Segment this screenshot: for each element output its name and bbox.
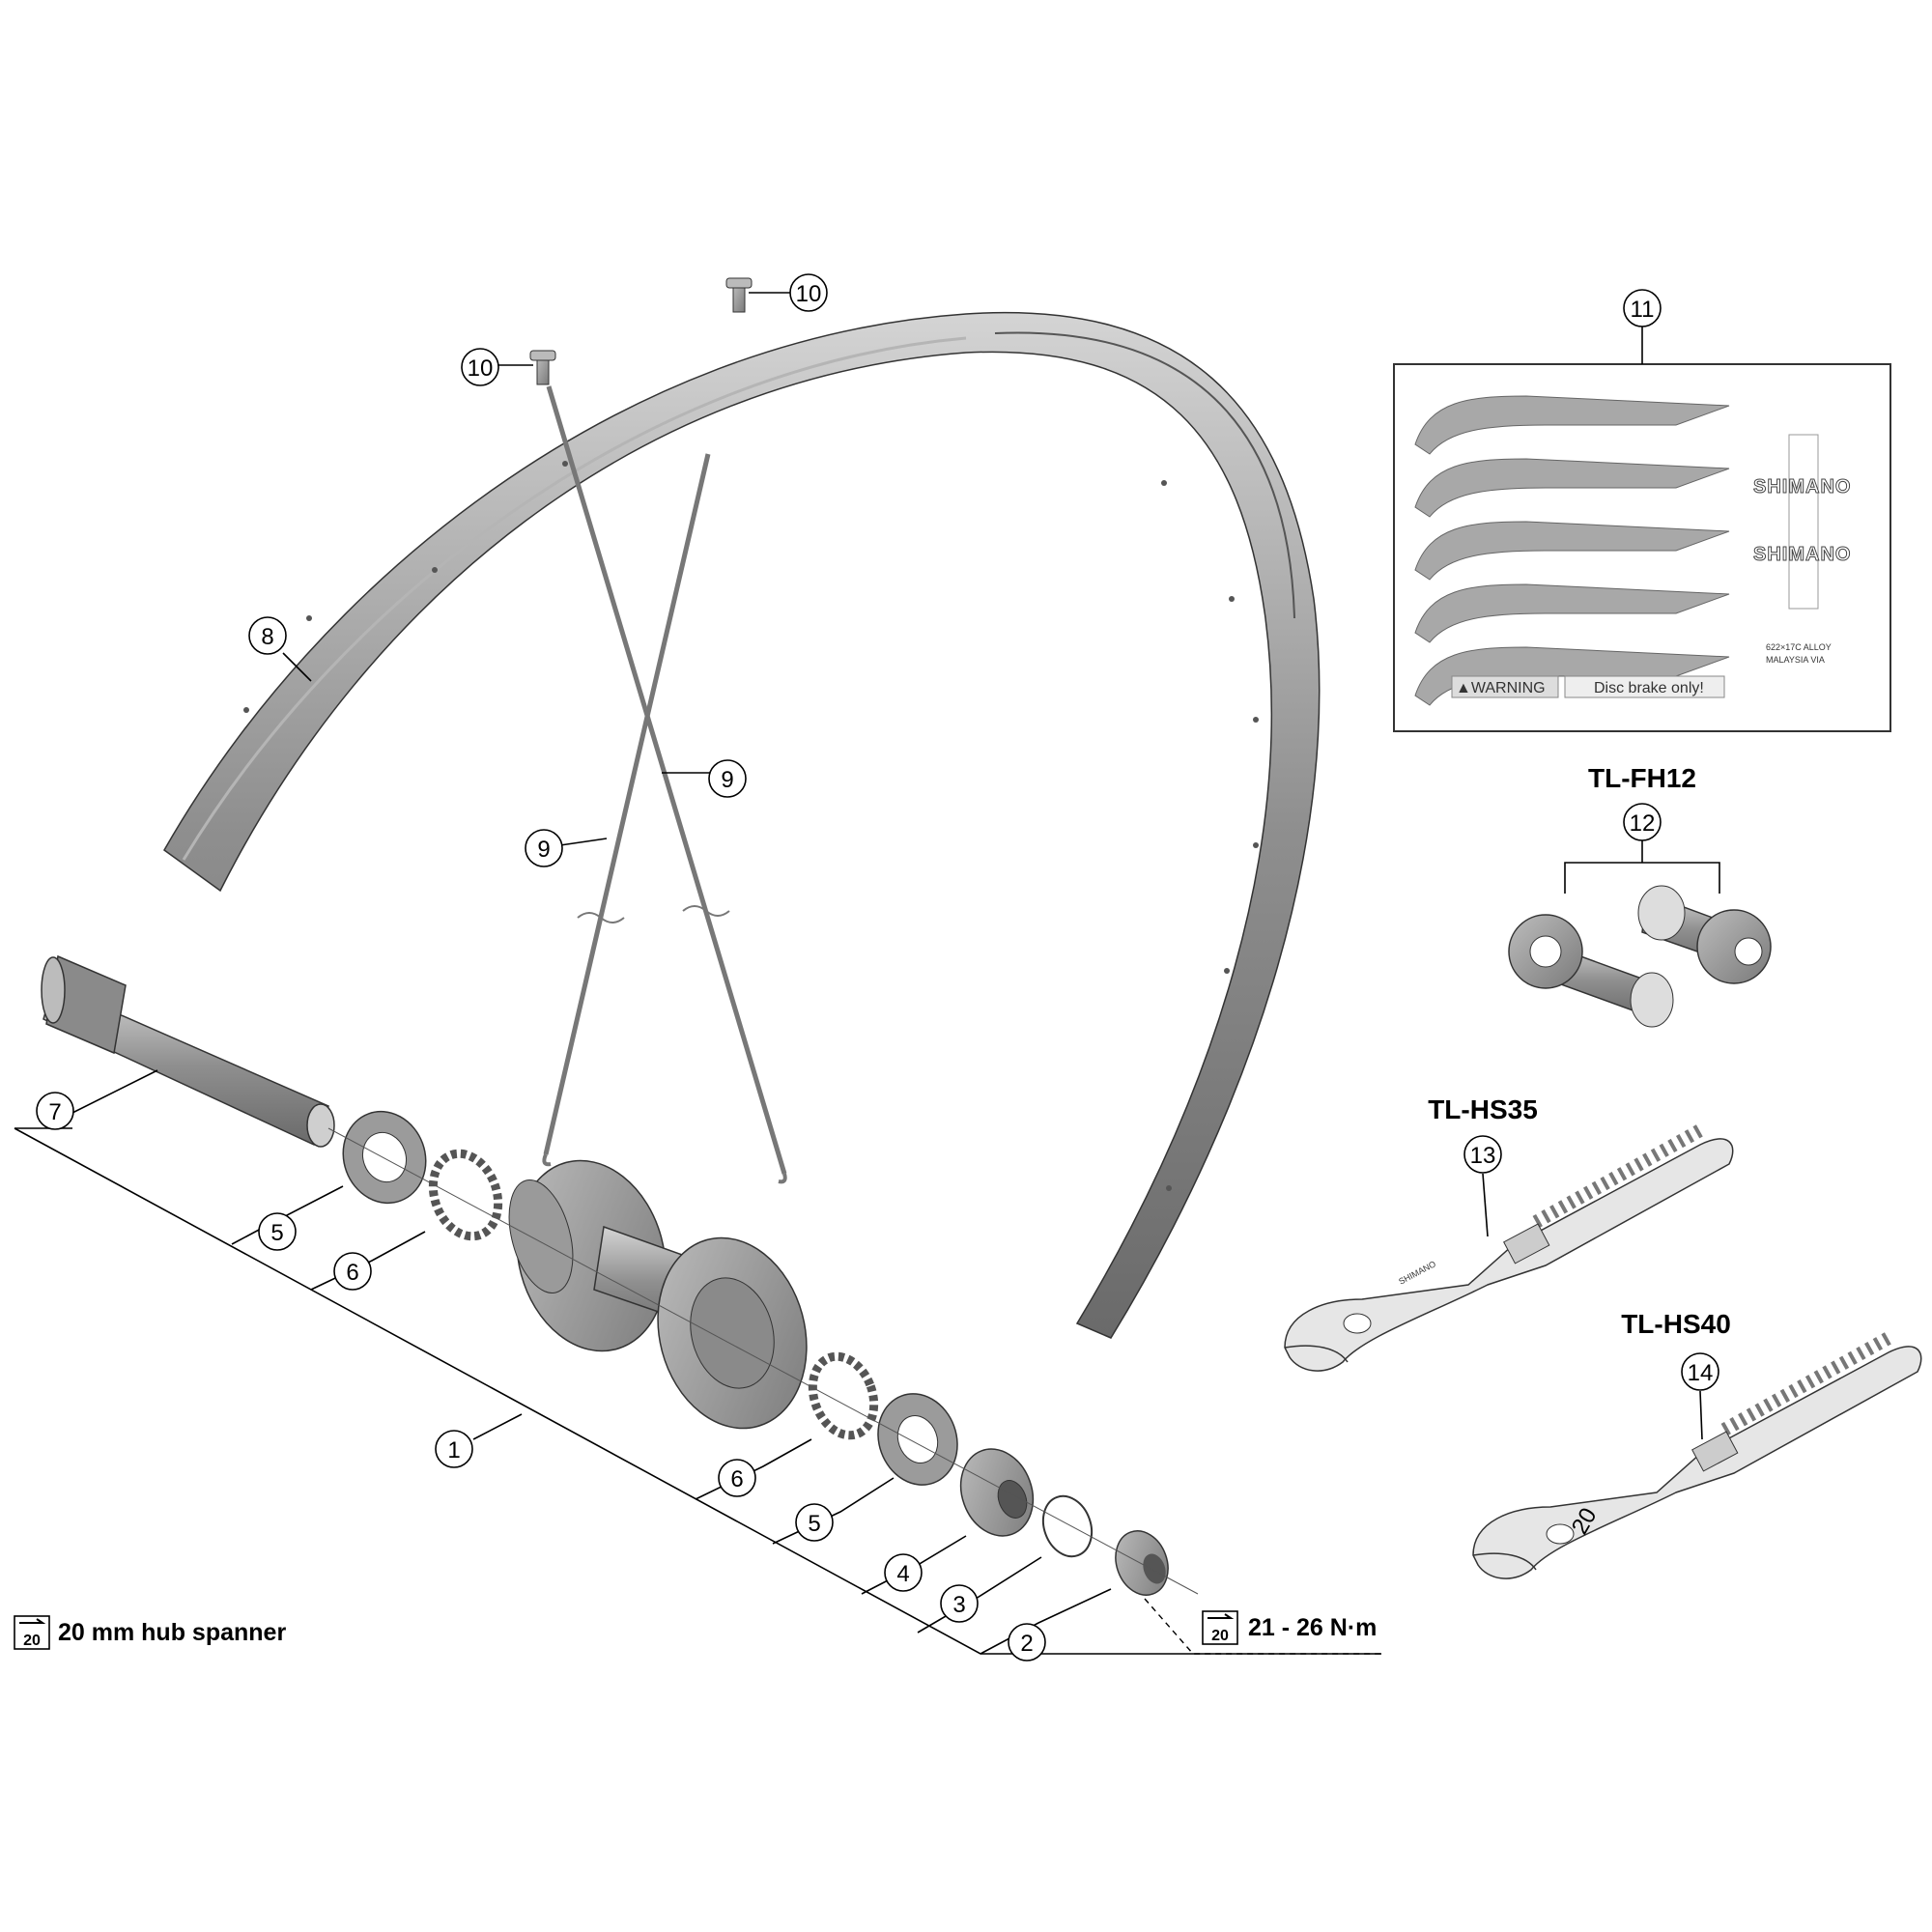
callout-11: 11	[1623, 289, 1662, 327]
callout-1: 1	[435, 1430, 473, 1468]
tl-hs40-tool: 20	[1472, 1331, 1922, 1579]
hub-spanner-text: 20 mm hub spanner	[58, 1619, 286, 1646]
callout-3: 3	[940, 1584, 979, 1623]
decal-spec-line-1: 622×17C ALLOY	[1766, 642, 1832, 652]
svg-text:9: 9	[537, 837, 550, 863]
callout-8: 8	[248, 616, 287, 655]
svg-text:7: 7	[48, 1099, 61, 1125]
svg-text:1: 1	[447, 1437, 460, 1463]
decal-spec-line-2: MALAYSIA VIA	[1766, 655, 1825, 665]
svg-text:3: 3	[952, 1592, 965, 1618]
torque-icon	[1202, 1610, 1238, 1645]
decal-brand-text-mirrored: SHIMANO	[1753, 544, 1851, 565]
tl-hs35-label: TL-HS35	[1428, 1094, 1538, 1124]
callout-5-right: 5	[795, 1503, 834, 1542]
callout-4: 4	[884, 1553, 923, 1592]
svg-text:11: 11	[1631, 297, 1655, 323]
svg-text:10: 10	[468, 355, 494, 382]
svg-text:9: 9	[721, 767, 733, 793]
svg-text:8: 8	[261, 624, 273, 650]
svg-text:5: 5	[270, 1220, 283, 1246]
svg-text:14: 14	[1688, 1360, 1714, 1386]
spoke-parts	[542, 385, 787, 1184]
tl-hs35-brand-text: SHIMANO	[1397, 1259, 1437, 1287]
tl-fh12-tool	[1508, 885, 1772, 1028]
callout-10-left: 10	[461, 348, 499, 386]
svg-text:6: 6	[346, 1260, 358, 1286]
spanner-icon-size: 20	[23, 1633, 41, 1649]
spanner-icon	[14, 1615, 50, 1650]
torque-note: 20 21 - 26 N·m	[1202, 1610, 1377, 1645]
tl-hs40-label: TL-HS40	[1621, 1309, 1731, 1339]
svg-text:4: 4	[896, 1561, 909, 1587]
decal-warning-text: ▲WARNING	[1456, 680, 1546, 696]
svg-text:5: 5	[808, 1511, 820, 1537]
callout-5-left: 5	[258, 1212, 297, 1251]
svg-text:6: 6	[730, 1466, 743, 1492]
tl-hs35-tool: SHIMANO	[1284, 1123, 1734, 1372]
torque-icon-size: 20	[1211, 1628, 1229, 1644]
callout-2: 2	[1008, 1623, 1046, 1662]
axle-part	[41, 954, 335, 1148]
small-parts	[342, 1110, 1169, 1596]
callout-9-right: 9	[708, 759, 747, 798]
callout-6-left: 6	[333, 1252, 372, 1291]
callout-14: 14	[1681, 1352, 1719, 1391]
svg-text:12: 12	[1630, 810, 1656, 837]
svg-text:13: 13	[1470, 1143, 1496, 1169]
callout-6-right: 6	[718, 1459, 756, 1497]
svg-text:2: 2	[1020, 1631, 1033, 1657]
rim-part	[163, 312, 1321, 1339]
callout-12: 12	[1623, 803, 1662, 841]
decal-brand-text: SHIMANO	[1753, 476, 1851, 497]
svg-text:10: 10	[796, 281, 822, 307]
callout-10-top: 10	[789, 273, 828, 312]
tl-fh12-label: TL-FH12	[1588, 763, 1696, 793]
decal-sheet-part: SHIMANO SHIMANO 622×17C ALLOY MALAYSIA V…	[1393, 363, 1891, 732]
decal-disc-text: Disc brake only!	[1594, 680, 1704, 696]
callout-7: 7	[36, 1092, 74, 1130]
torque-value-text: 21 - 26 N·m	[1248, 1614, 1377, 1641]
hub-body-part	[508, 1159, 808, 1430]
nipple-parts	[529, 277, 753, 385]
hub-spanner-note: 20 20 mm hub spanner	[14, 1615, 286, 1650]
callout-9-left: 9	[525, 829, 563, 867]
callout-13: 13	[1463, 1135, 1502, 1174]
